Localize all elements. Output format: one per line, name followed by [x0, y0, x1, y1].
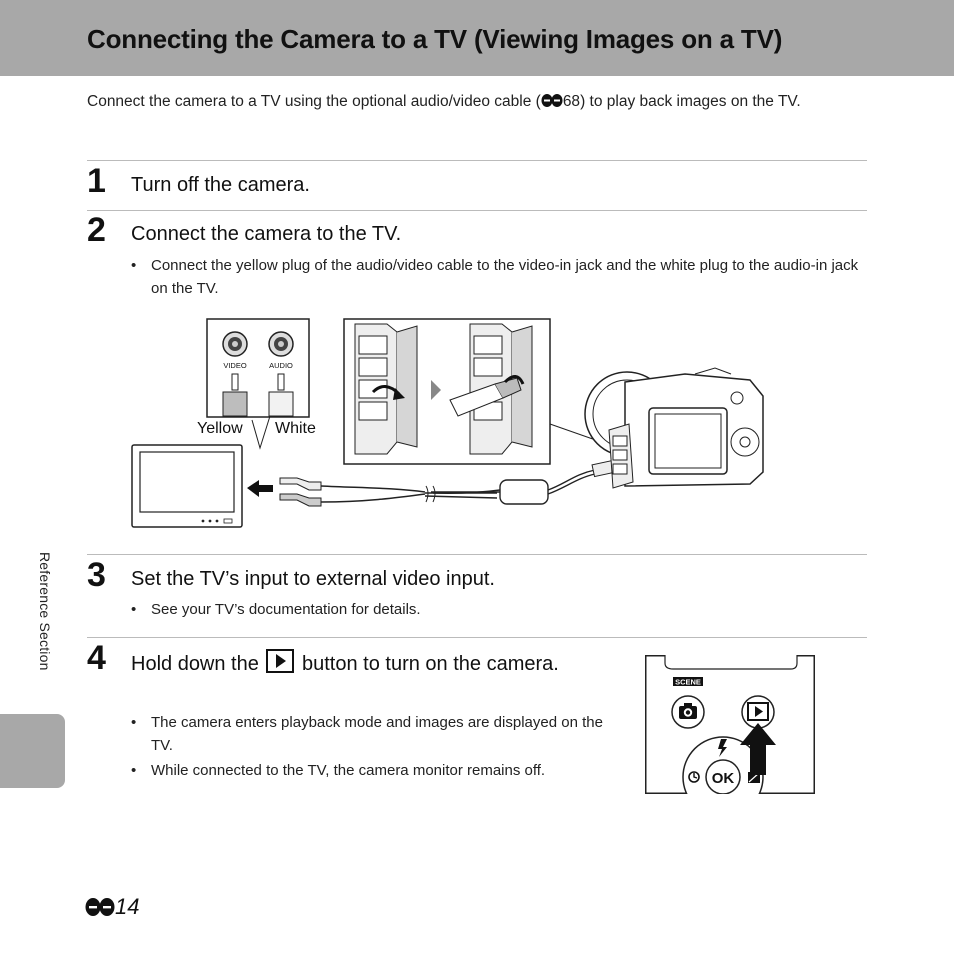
playback-button-icon — [266, 649, 295, 673]
intro-text-before: Connect the camera to a TV using the opt… — [87, 93, 541, 110]
multi-selector-icon: OK — [682, 736, 764, 794]
step-number: 3 — [87, 556, 106, 594]
camera-icon — [584, 367, 764, 489]
step-title-before: Hold down the — [131, 653, 259, 675]
reference-section-icon — [85, 898, 115, 916]
bullet-text: Connect the yellow plug of the audio/vid… — [151, 257, 859, 297]
step-title-after: button to turn on the camera. — [302, 653, 559, 675]
page-number-value: 14 — [115, 894, 140, 919]
bullet-icon: • — [131, 601, 137, 618]
divider — [87, 637, 867, 638]
white-plug-icon — [268, 373, 294, 417]
scene-label: SCENE — [675, 678, 701, 687]
video-jack-icon — [222, 331, 248, 357]
connection-illustration: VIDEO AUDIO — [131, 318, 764, 528]
step-number: 4 — [87, 639, 106, 677]
reference-section-icon — [541, 94, 563, 107]
bullet-text: See your TV’s documentation for details. — [151, 601, 421, 618]
intro-paragraph: Connect the camera to a TV using the opt… — [87, 89, 877, 114]
step-title: Connect the camera to the TV. — [131, 223, 402, 245]
step-title: Hold down the button to turn on the came… — [131, 649, 591, 677]
audio-jack-label: AUDIO — [269, 361, 293, 370]
self-timer-icon — [688, 771, 700, 783]
divider — [87, 160, 867, 161]
bullet-icon: • — [131, 257, 137, 274]
section-side-label: Reference Section — [37, 552, 53, 671]
tv-jack-panel: VIDEO AUDIO — [206, 318, 310, 450]
arrow-up-icon — [740, 723, 776, 775]
bullet-icon: • — [131, 762, 137, 779]
scene-badge — [673, 677, 703, 686]
step-number: 1 — [87, 162, 106, 200]
list-item: • See your TV’s documentation for detail… — [131, 598, 867, 621]
bullet-text: While connected to the TV, the camera mo… — [151, 762, 546, 779]
video-jack-label: VIDEO — [223, 361, 247, 370]
intro-ref-page[interactable]: 68 — [562, 93, 581, 110]
divider — [87, 210, 867, 211]
intro-text-after: ) to play back images on the TV. — [580, 93, 801, 110]
arrow-left-icon — [247, 480, 273, 497]
bullet-icon: • — [131, 714, 137, 731]
av-cable-plugs — [279, 477, 426, 507]
title-banner: Connecting the Camera to a TV (Viewing I… — [0, 0, 954, 76]
flash-icon — [718, 739, 727, 757]
audio-jack-icon — [268, 331, 294, 357]
list-item: • While connected to the TV, the camera … — [131, 759, 603, 782]
ferrite-core-icon — [499, 479, 549, 505]
list-item: • Connect the yellow plug of the audio/v… — [131, 254, 867, 300]
next-step-arrow-icon — [431, 380, 441, 400]
white-plug-caption: White — [275, 420, 316, 437]
page-number: 14 — [85, 894, 139, 920]
yellow-plug-icon — [222, 373, 248, 417]
connector-door-inset — [343, 318, 551, 465]
section-tab — [0, 714, 65, 788]
step-title: Turn off the camera. — [131, 174, 310, 196]
bullet-text: The camera enters playback mode and imag… — [151, 714, 603, 754]
ok-button-label: OK — [712, 770, 735, 787]
step-title: Set the TV’s input to external video inp… — [131, 568, 495, 590]
yellow-plug-caption: Yellow — [197, 420, 243, 437]
camera-back-illustration: SCENE OK — [645, 655, 815, 794]
shooting-mode-button-icon — [671, 695, 705, 729]
page-title: Connecting the Camera to a TV (Viewing I… — [87, 24, 783, 54]
step-number: 2 — [87, 211, 106, 249]
divider — [87, 554, 867, 555]
tv-icon — [131, 444, 243, 528]
list-item: • The camera enters playback mode and im… — [131, 711, 603, 757]
